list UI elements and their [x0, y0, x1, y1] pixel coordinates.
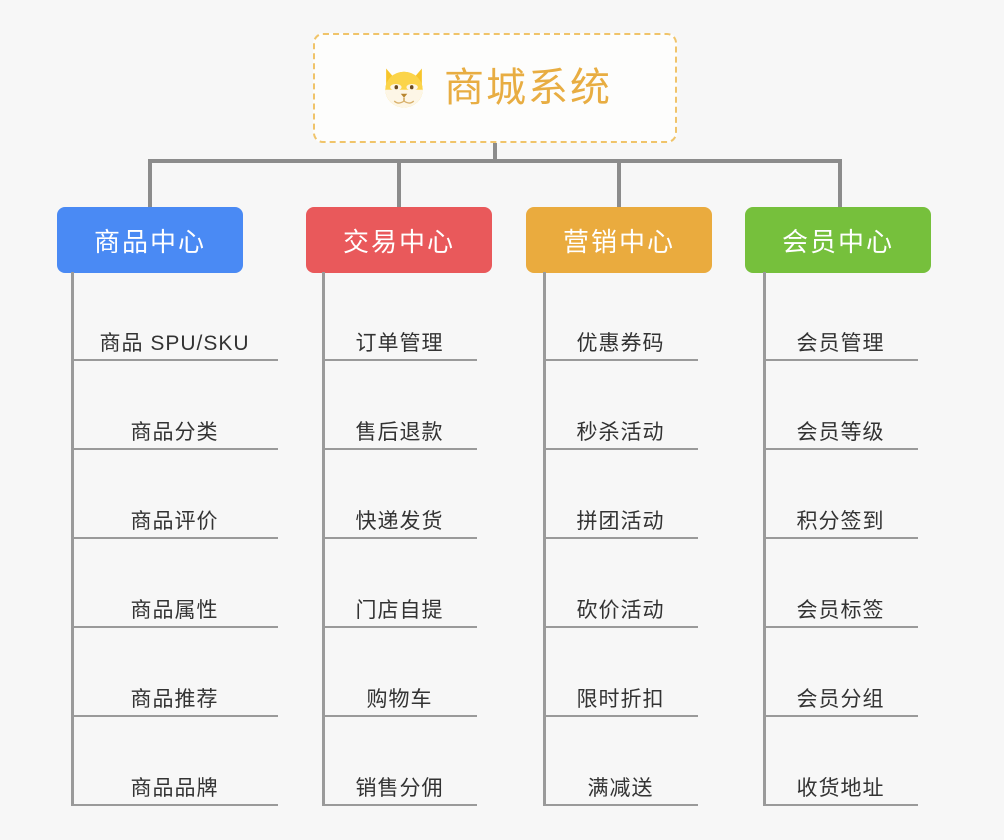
- leaf-label: 商品分类: [130, 420, 219, 444]
- list-item[interactable]: 快递发货: [322, 450, 477, 539]
- shiba-dog-icon: [385, 68, 423, 108]
- leaf-label: 售后退款: [355, 420, 444, 444]
- horizontal-bus-line: [148, 159, 842, 163]
- leaf-column-product-center: 商品 SPU/SKU 商品分类 商品评价 商品属性 商品推荐 商品品牌: [71, 272, 278, 806]
- list-item[interactable]: 售后退款: [322, 361, 477, 450]
- list-item[interactable]: 商品品牌: [71, 717, 278, 806]
- category-title: 营销中心: [562, 226, 675, 257]
- category-title: 会员中心: [781, 226, 894, 257]
- leaf-label: 快递发货: [355, 509, 444, 533]
- list-item[interactable]: 秒杀活动: [543, 361, 698, 450]
- category-box-marketing-center[interactable]: 营销中心: [526, 207, 712, 273]
- leaf-label: 商品属性: [130, 598, 219, 622]
- leaf-label: 商品品牌: [130, 776, 219, 800]
- column-spine-line: [763, 272, 766, 806]
- leaf-label: 购物车: [366, 687, 433, 711]
- list-item[interactable]: 会员管理: [763, 272, 918, 361]
- list-item[interactable]: 满减送: [543, 717, 698, 806]
- drop-line-3: [617, 159, 621, 209]
- column-spine-line: [322, 272, 325, 806]
- category-title: 商品中心: [93, 226, 206, 257]
- list-item[interactable]: 会员标签: [763, 539, 918, 628]
- leaf-label: 限时折扣: [576, 687, 665, 711]
- leaf-label: 拼团活动: [576, 509, 665, 533]
- leaf-label: 秒杀活动: [576, 420, 665, 444]
- drop-line-2: [397, 159, 401, 209]
- category-box-trade-center[interactable]: 交易中心: [306, 207, 492, 273]
- list-item[interactable]: 门店自提: [322, 539, 477, 628]
- list-item[interactable]: 商品评价: [71, 450, 278, 539]
- root-stem-line: [493, 143, 497, 163]
- leaf-label: 会员分组: [796, 687, 885, 711]
- list-item[interactable]: 积分签到: [763, 450, 918, 539]
- list-item[interactable]: 购物车: [322, 628, 477, 717]
- list-item[interactable]: 砍价活动: [543, 539, 698, 628]
- leaf-label: 会员标签: [796, 598, 885, 622]
- leaf-label: 积分签到: [796, 509, 885, 533]
- root-title: 商城系统: [444, 66, 612, 110]
- column-spine-line: [543, 272, 546, 806]
- leaf-column-marketing-center: 优惠券码 秒杀活动 拼团活动 砍价活动 限时折扣 满减送: [543, 272, 698, 806]
- list-item[interactable]: 会员等级: [763, 361, 918, 450]
- leaf-label: 优惠券码: [576, 331, 665, 355]
- leaf-label: 砍价活动: [576, 598, 665, 622]
- leaf-label: 商品推荐: [130, 687, 219, 711]
- leaf-label: 门店自提: [355, 598, 444, 622]
- list-item[interactable]: 优惠券码: [543, 272, 698, 361]
- column-spine-line: [71, 272, 74, 806]
- leaf-label: 商品评价: [130, 509, 219, 533]
- root-node[interactable]: 商城系统: [313, 33, 677, 143]
- leaf-label: 满减送: [587, 776, 654, 800]
- drop-line-4: [838, 159, 842, 209]
- list-item[interactable]: 商品 SPU/SKU: [71, 272, 278, 361]
- list-item[interactable]: 销售分佣: [322, 717, 477, 806]
- list-item[interactable]: 收货地址: [763, 717, 918, 806]
- category-box-product-center[interactable]: 商品中心: [57, 207, 243, 273]
- leaf-label: 订单管理: [355, 331, 444, 355]
- leaf-label: 商品 SPU/SKU: [99, 331, 250, 355]
- leaf-label: 销售分佣: [355, 776, 444, 800]
- list-item[interactable]: 限时折扣: [543, 628, 698, 717]
- leaf-label: 收货地址: [796, 776, 885, 800]
- list-item[interactable]: 商品属性: [71, 539, 278, 628]
- leaf-label: 会员等级: [796, 420, 885, 444]
- category-title: 交易中心: [342, 226, 455, 257]
- leaf-column-trade-center: 订单管理 售后退款 快递发货 门店自提 购物车 销售分佣: [322, 272, 477, 806]
- leaf-label: 会员管理: [796, 331, 885, 355]
- drop-line-1: [148, 159, 152, 209]
- list-item[interactable]: 拼团活动: [543, 450, 698, 539]
- list-item[interactable]: 会员分组: [763, 628, 918, 717]
- list-item[interactable]: 商品分类: [71, 361, 278, 450]
- category-box-member-center[interactable]: 会员中心: [745, 207, 931, 273]
- list-item[interactable]: 商品推荐: [71, 628, 278, 717]
- leaf-column-member-center: 会员管理 会员等级 积分签到 会员标签 会员分组 收货地址: [763, 272, 918, 806]
- list-item[interactable]: 订单管理: [322, 272, 477, 361]
